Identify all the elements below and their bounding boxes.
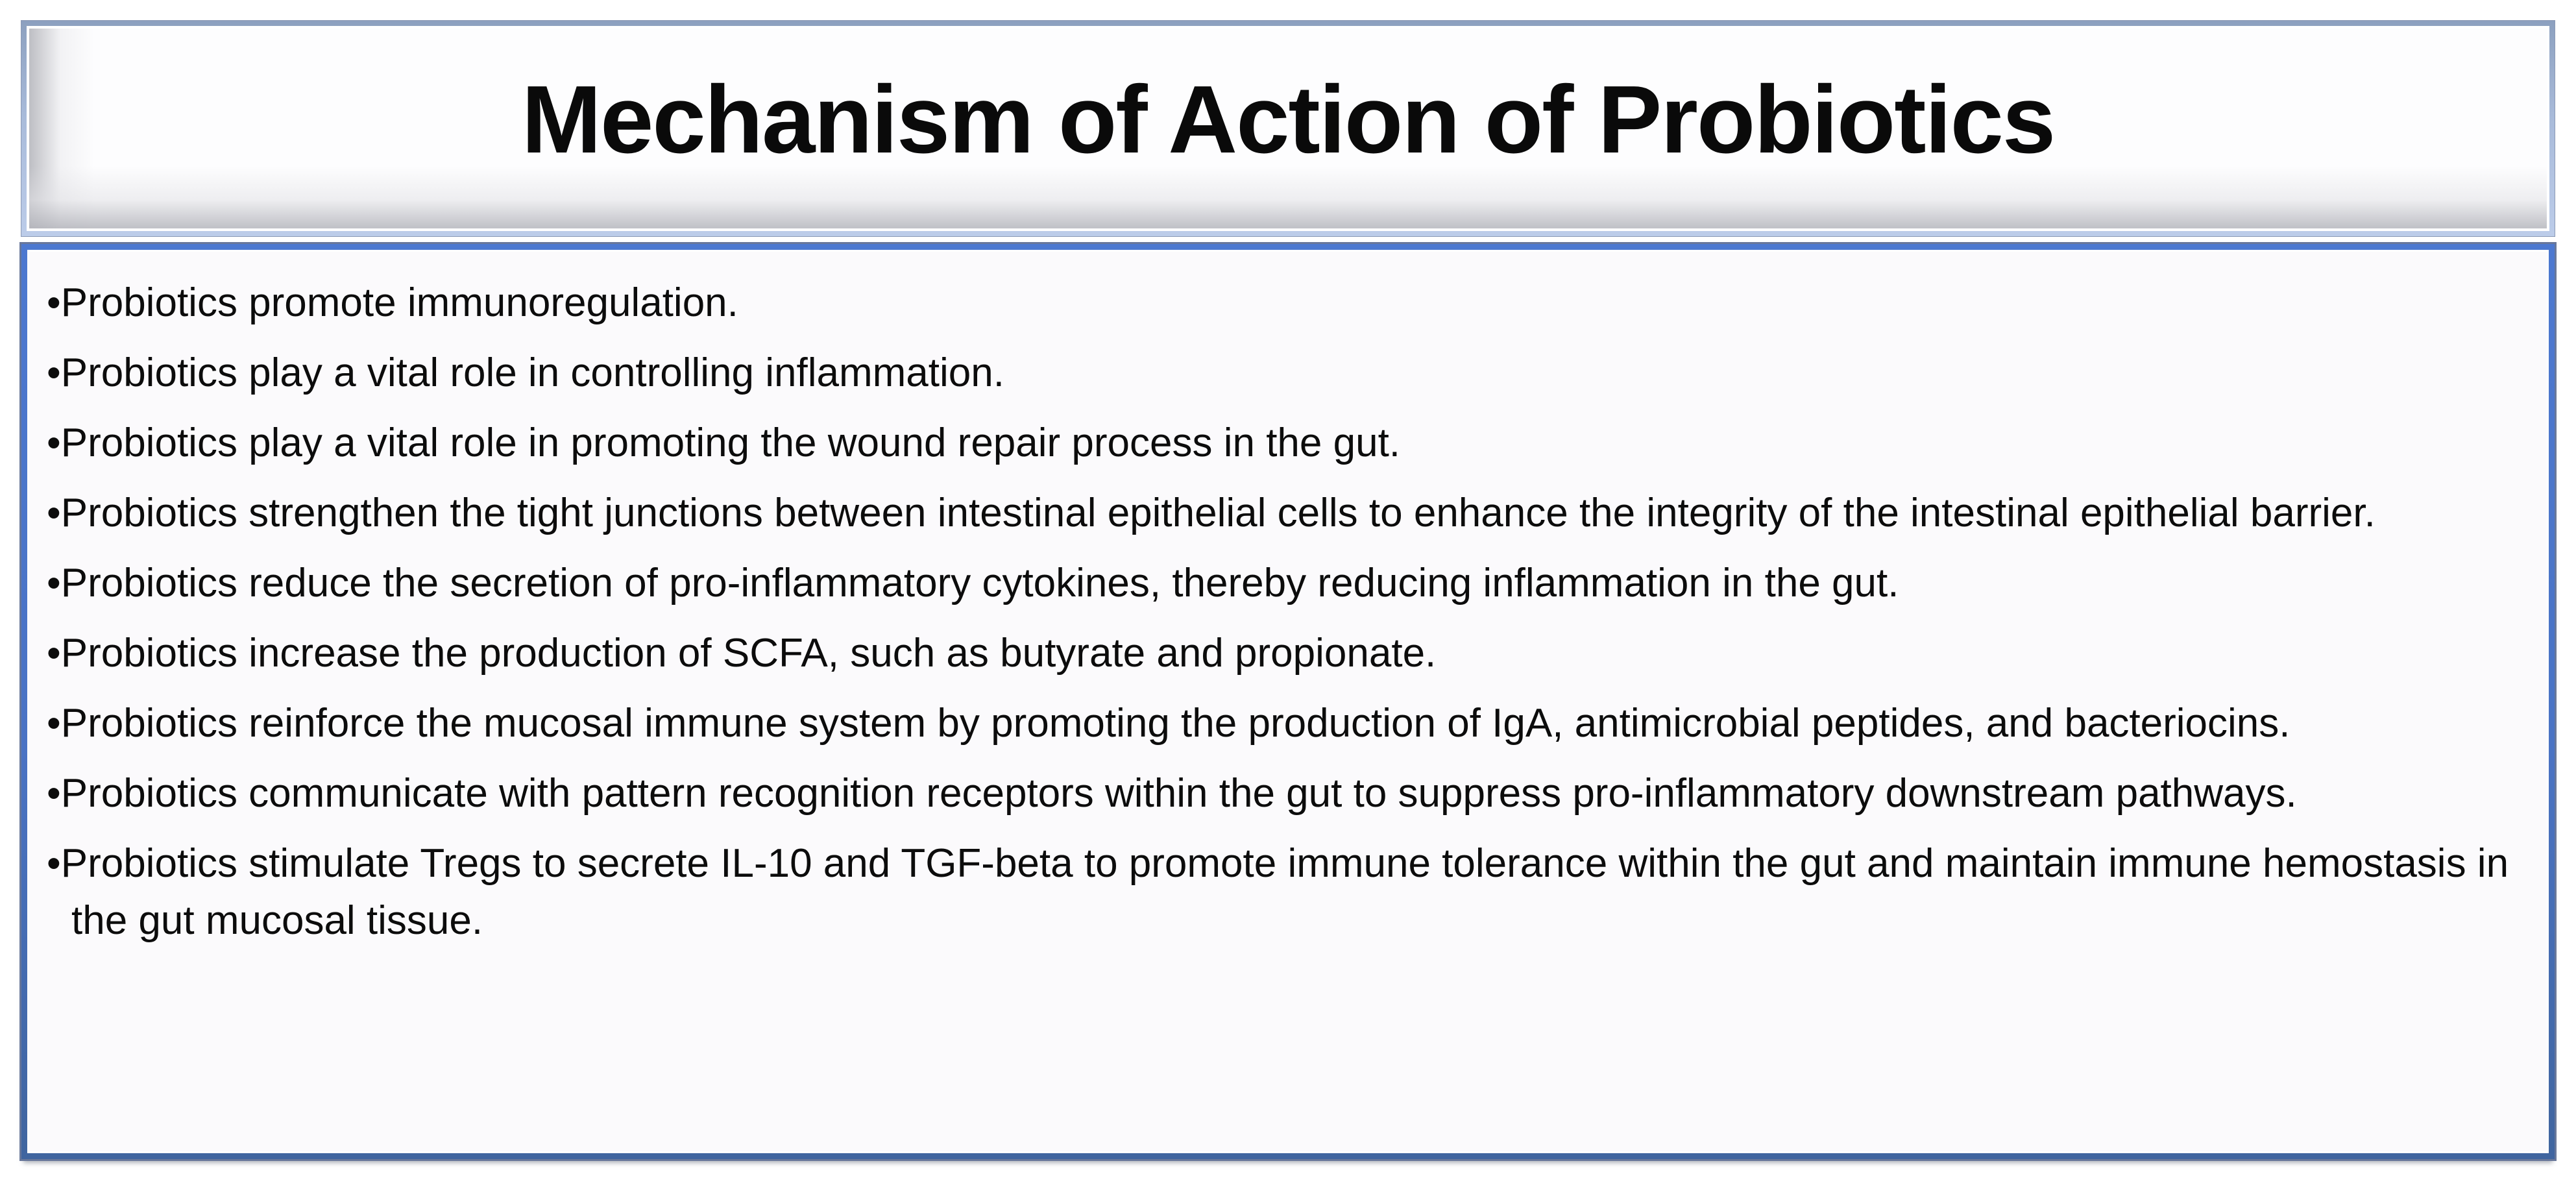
bullet-text: Probiotics reinforce the mucosal immune … <box>60 701 2290 746</box>
bullet-text: Probiotics strengthen the tight junction… <box>60 491 2376 535</box>
bullet-marker: • <box>47 631 61 676</box>
bullet-text: Probiotics communicate with pattern reco… <box>60 771 2297 816</box>
bullet-item: •Probiotics play a vital role in promoti… <box>47 415 2513 472</box>
bullet-item: •Probiotics reduce the secretion of pro-… <box>47 555 2513 612</box>
title-box: Mechanism of Action of Probiotics <box>21 21 2555 236</box>
bullet-text: Probiotics reduce the secretion of pro-i… <box>60 561 1899 605</box>
bullet-list: •Probiotics promote immunoregulation.•Pr… <box>47 275 2513 949</box>
bullet-marker: • <box>47 561 61 605</box>
bullet-marker: • <box>47 280 61 325</box>
bullet-marker: • <box>47 491 61 535</box>
bullet-marker: • <box>47 841 61 886</box>
bullet-text: Probiotics play a vital role in promotin… <box>60 421 1401 465</box>
bullet-text: Probiotics stimulate Tregs to secrete IL… <box>60 841 2509 943</box>
bullet-item: •Probiotics play a vital role in control… <box>47 345 2513 402</box>
bullet-item: •Probiotics stimulate Tregs to secrete I… <box>47 835 2513 949</box>
bullet-text: Probiotics increase the production of SC… <box>60 631 1437 676</box>
content-box-inner: •Probiotics promote immunoregulation.•Pr… <box>27 250 2549 1153</box>
content-box: •Probiotics promote immunoregulation.•Pr… <box>21 244 2555 1159</box>
bullet-item: •Probiotics increase the production of S… <box>47 625 2513 682</box>
bullet-marker: • <box>47 421 61 465</box>
bullet-marker: • <box>47 701 61 746</box>
bullet-marker: • <box>47 771 61 816</box>
bullet-text: Probiotics promote immunoregulation. <box>60 280 738 325</box>
bullet-item: •Probiotics promote immunoregulation. <box>47 275 2513 332</box>
bullet-item: •Probiotics communicate with pattern rec… <box>47 765 2513 822</box>
bullet-item: •Probiotics strengthen the tight junctio… <box>47 485 2513 542</box>
bullet-text: Probiotics play a vital role in controll… <box>60 350 1004 395</box>
slide-title: Mechanism of Action of Probiotics <box>521 66 2056 173</box>
bullet-marker: • <box>47 350 61 395</box>
bullet-item: •Probiotics reinforce the mucosal immune… <box>47 695 2513 752</box>
title-box-bevel: Mechanism of Action of Probiotics <box>27 26 2549 231</box>
